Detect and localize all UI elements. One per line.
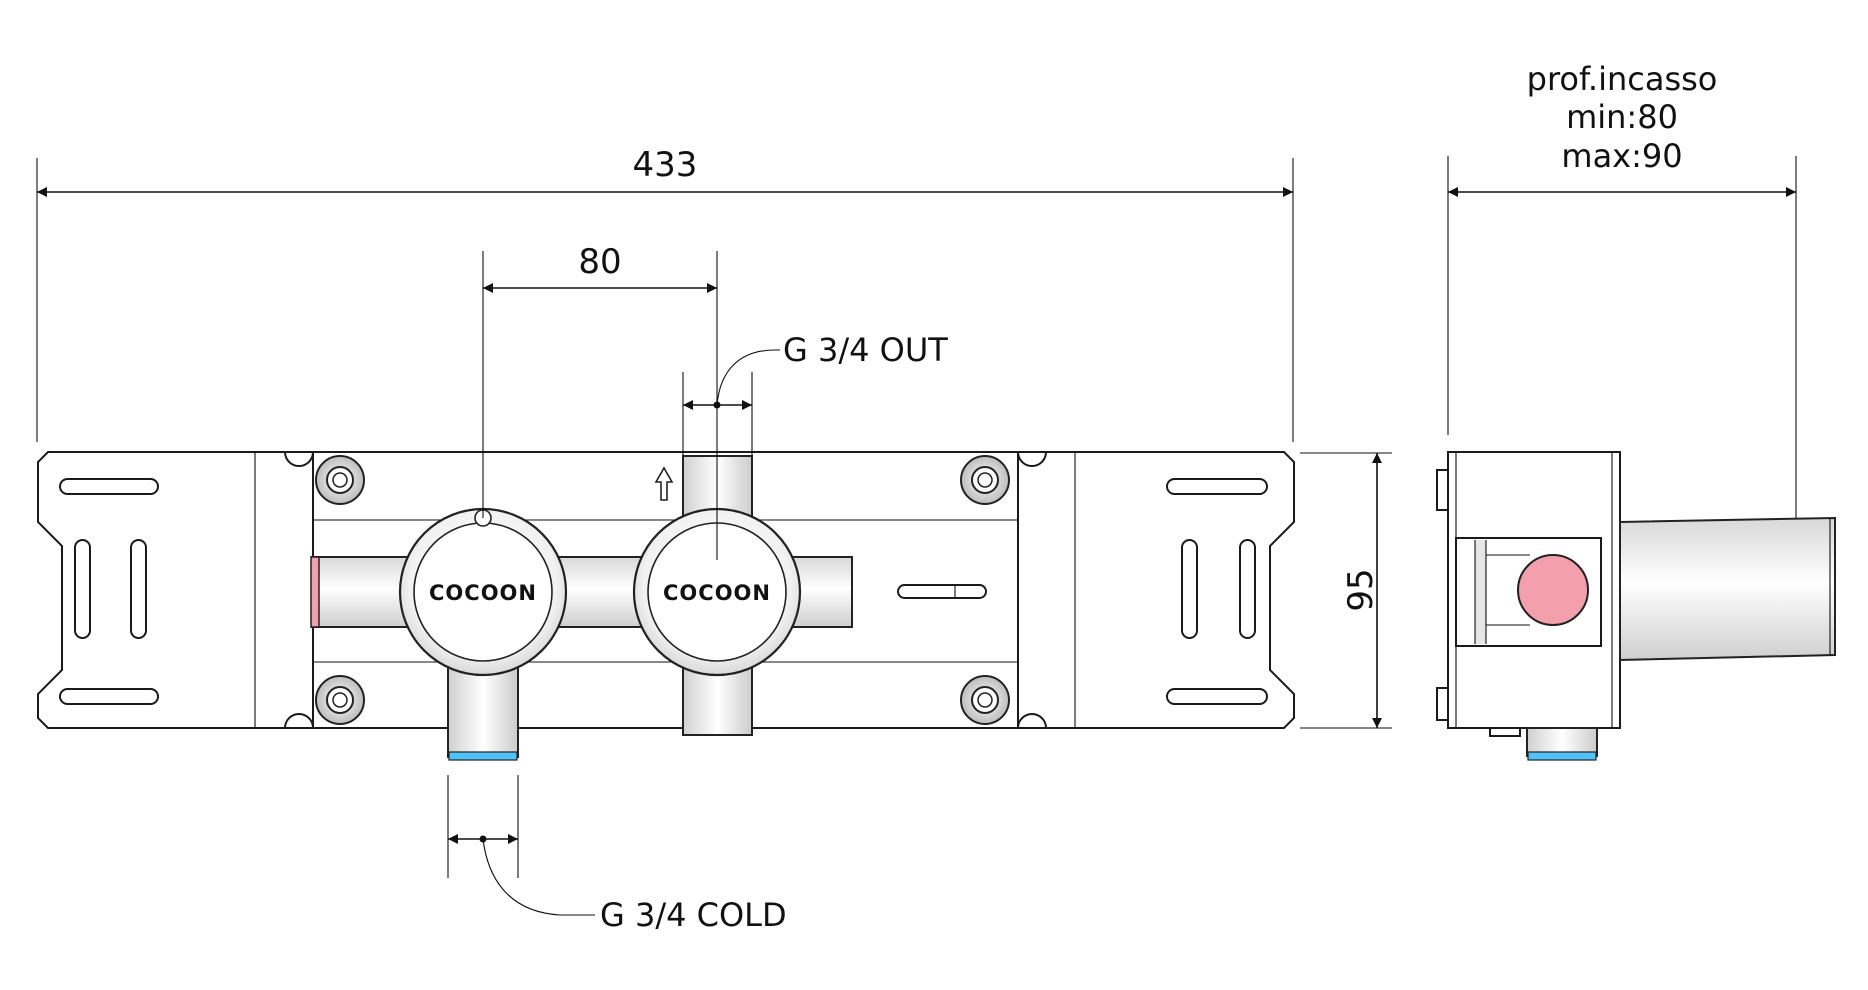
cold-port-callout: G 3/4 COLD — [447, 775, 787, 934]
depth-title: prof.incasso — [1527, 60, 1718, 98]
right-cap-brand: COCOON — [663, 581, 771, 605]
screw-icon — [315, 675, 365, 725]
body-slot — [897, 584, 987, 599]
port-spacing-dimension: 80 — [482, 242, 718, 560]
front-view: 433 — [36, 145, 1392, 934]
out-port-callout: G 3/4 OUT — [682, 331, 948, 456]
side-hot-indicator — [1517, 554, 1589, 626]
side-cold-indicator — [1527, 751, 1597, 761]
left-valve-cap: COCOON — [398, 507, 568, 677]
right-valve-cap: COCOON — [632, 507, 802, 677]
height-dimension: 95 — [1300, 452, 1392, 729]
out-port-label: G 3/4 OUT — [783, 331, 948, 369]
port-spacing-value: 80 — [578, 242, 621, 282]
cold-port-label: G 3/4 COLD — [600, 896, 787, 934]
left-bracket-slots — [59, 478, 159, 705]
side-handle-stem — [1619, 516, 1836, 662]
up-arrow-icon — [654, 466, 674, 501]
height-value: 95 — [1341, 568, 1381, 611]
screw-icon — [960, 455, 1010, 505]
screw-icon — [960, 675, 1010, 725]
overall-width-dimension: 433 — [36, 145, 1294, 442]
depth-dimension: prof.incasso min:80 max:90 — [1447, 60, 1797, 518]
depth-max: max:90 — [1561, 137, 1682, 175]
overall-width-value: 433 — [633, 145, 698, 185]
side-view: prof.incasso min:80 max:90 — [1436, 60, 1836, 761]
cold-inlet-indicator — [448, 751, 518, 761]
right-bracket-slots — [1166, 478, 1268, 705]
depth-min: min:80 — [1566, 98, 1678, 136]
left-cap-brand: COCOON — [429, 581, 537, 605]
hot-inlet-indicator — [310, 556, 320, 628]
screw-icon — [315, 455, 365, 505]
